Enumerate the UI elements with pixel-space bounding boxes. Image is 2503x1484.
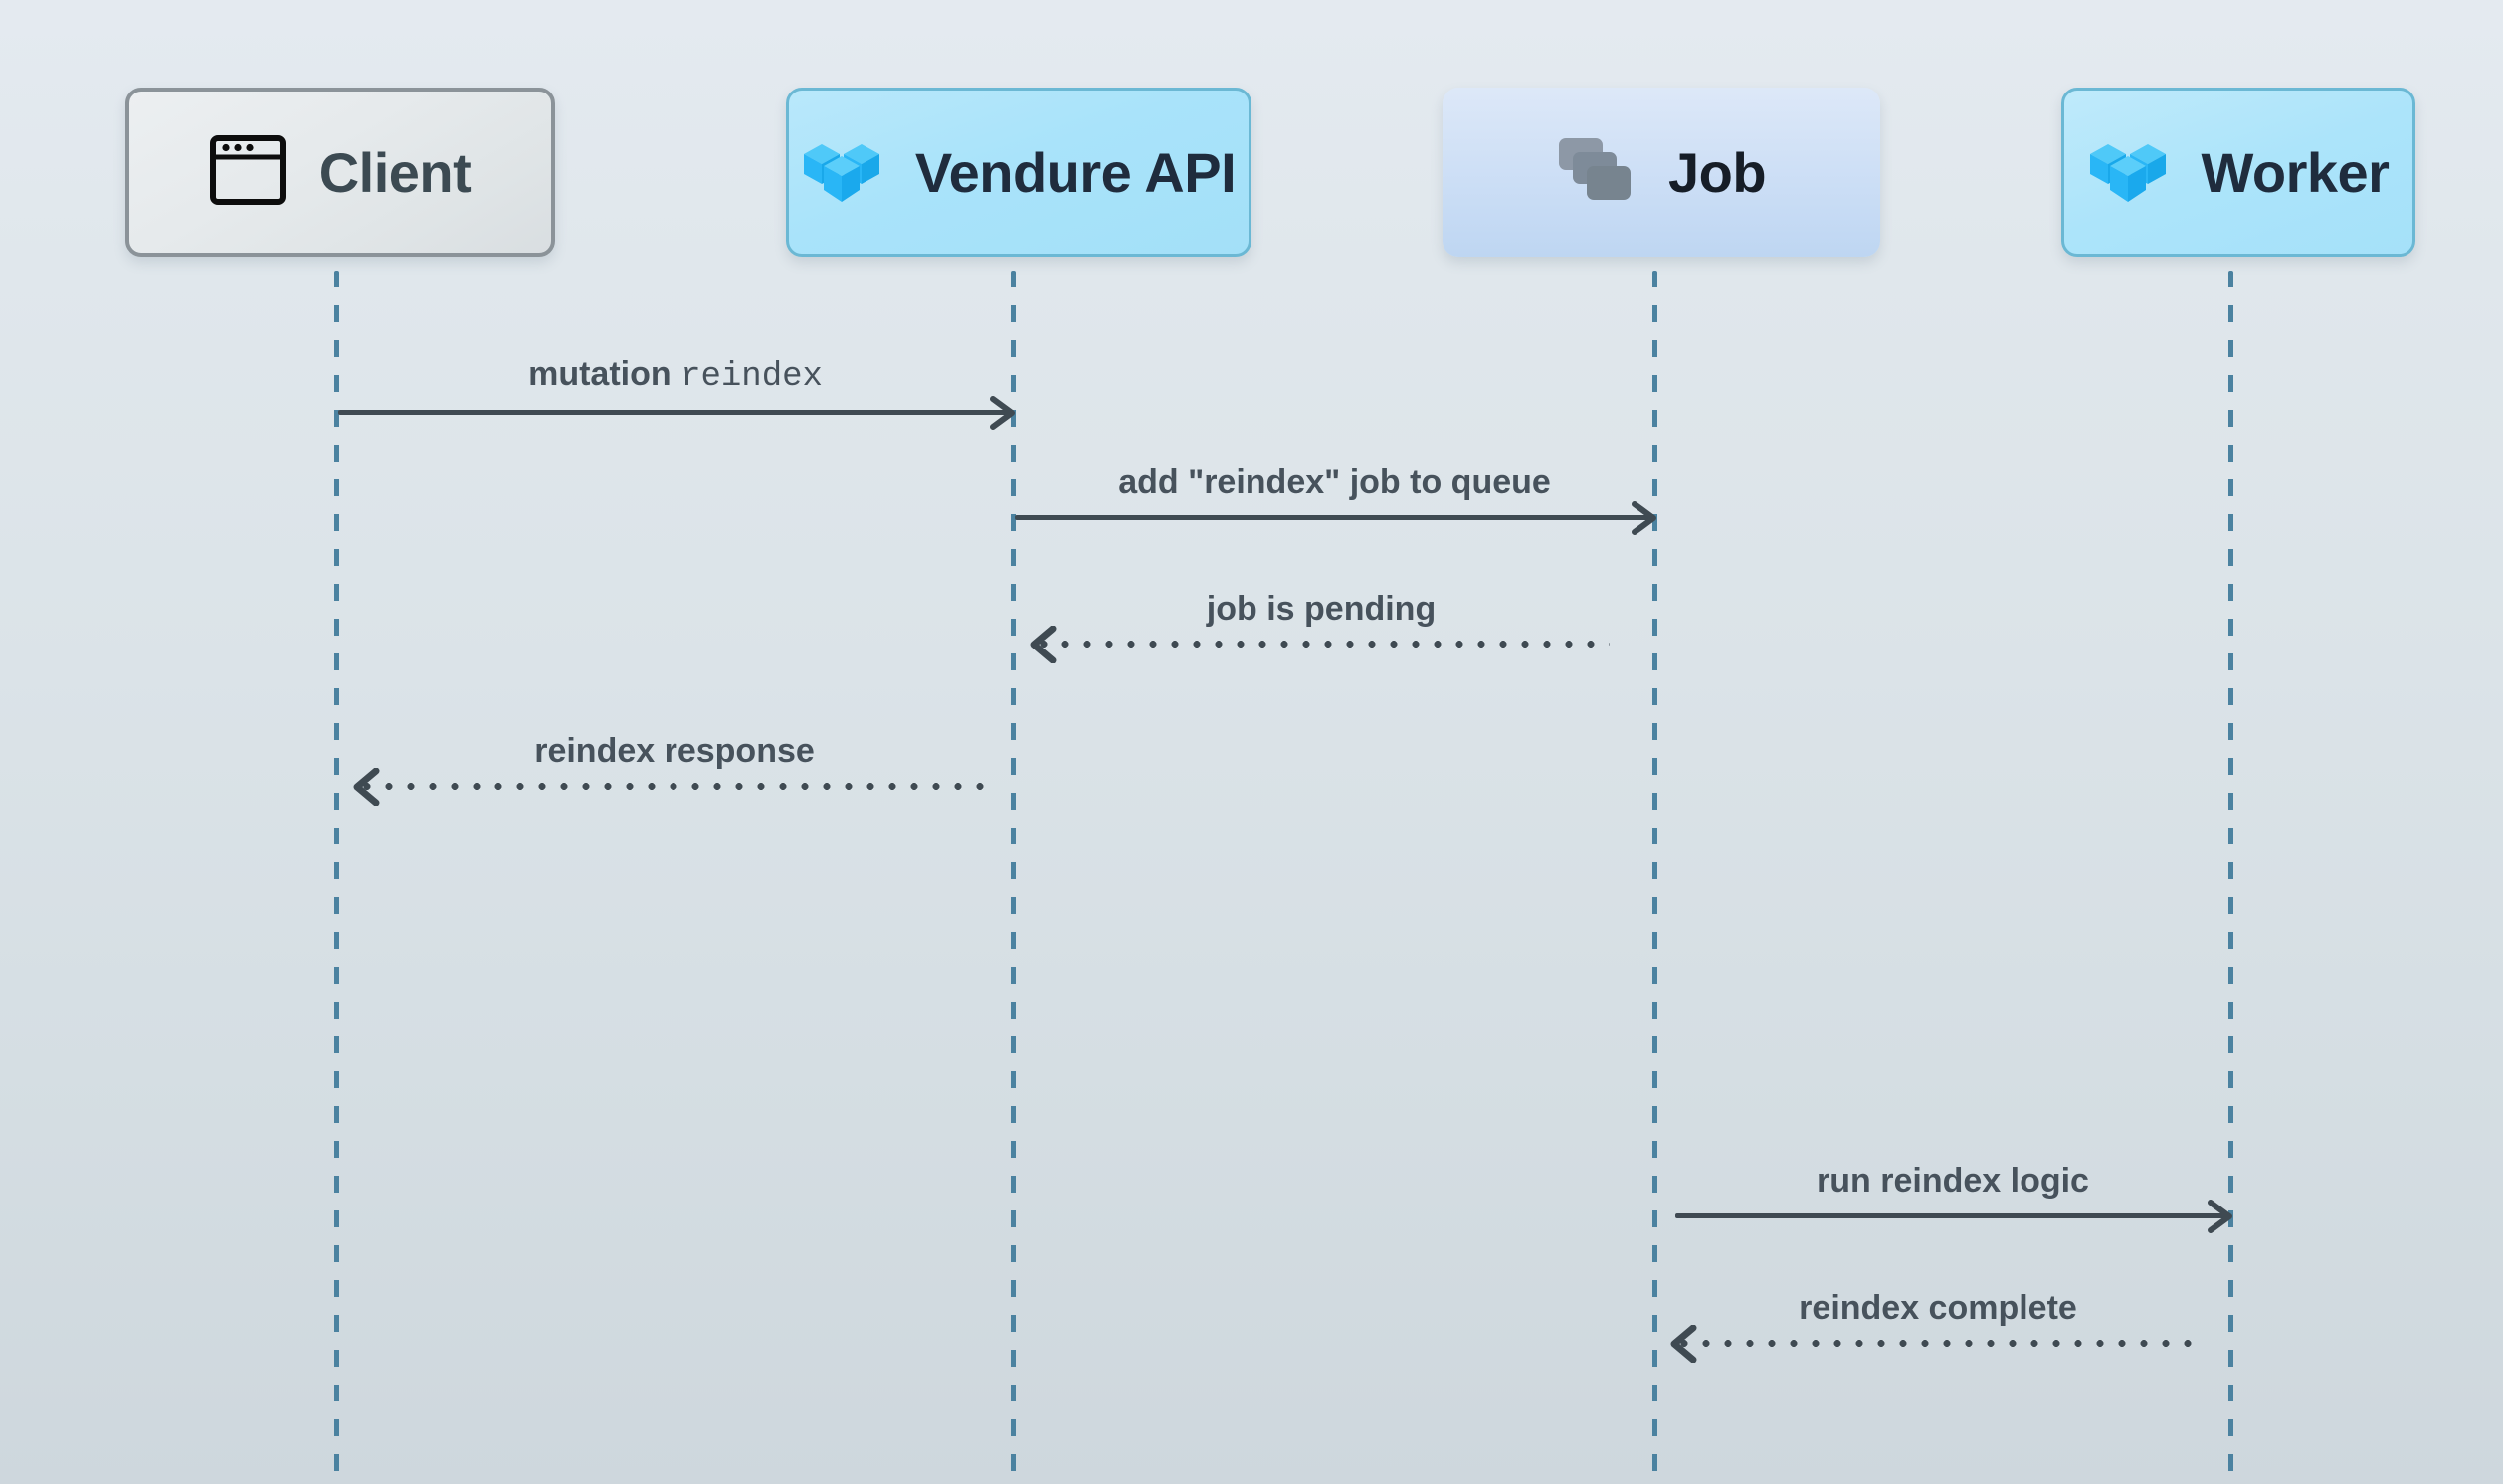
message-label-code-reindex: reindex <box>680 358 823 396</box>
participant-label-worker: Worker <box>2201 140 2390 204</box>
message-line-dotted <box>1673 1340 2203 1347</box>
arrowhead-left-icon <box>1027 625 1064 664</box>
arrowhead-left-icon <box>350 767 388 807</box>
participant-box-job[interactable]: Job <box>1443 88 1880 257</box>
message-label-reindex-complete: reindex complete <box>1799 1289 2077 1327</box>
participant-label-client: Client <box>318 140 472 204</box>
message-label-run-reindex-logic: run reindex logic <box>1817 1162 2089 1200</box>
arrowhead-left-icon <box>1667 1324 1705 1364</box>
participant-box-vendure-api[interactable]: Vendure API <box>786 88 1252 257</box>
participant-box-worker[interactable]: Worker <box>2061 88 2415 257</box>
lifeline-job <box>1652 271 1657 1484</box>
vendure-cubes-logo-icon <box>802 134 881 211</box>
lifeline-worker <box>2228 271 2233 1484</box>
message-line-solid <box>338 410 1013 415</box>
message-line-solid <box>1675 1213 2230 1218</box>
message-label-add-reindex-job-to-queue: add "reindex" job to queue <box>1118 464 1551 501</box>
message-line-dotted <box>1033 641 1610 648</box>
participant-box-client[interactable]: Client <box>125 88 555 257</box>
message-label-reindex-response: reindex response <box>534 732 815 770</box>
message-line-solid <box>1015 515 1654 520</box>
participant-label-vendure-api: Vendure API <box>914 140 1237 204</box>
participant-label-job: Job <box>1667 140 1767 204</box>
message-label-text-prefix: mutation <box>528 355 681 393</box>
arrowhead-right-icon <box>2199 1198 2236 1235</box>
message-line-dotted <box>356 783 993 790</box>
message-label-mutation-reindex: mutation reindex <box>338 357 1013 394</box>
lifeline-client <box>334 271 339 1484</box>
browser-window-icon <box>209 134 286 210</box>
stacked-cards-icon <box>1557 136 1635 209</box>
arrowhead-right-icon <box>981 394 1019 432</box>
vendure-cubes-logo-icon <box>2088 134 2168 211</box>
arrowhead-right-icon <box>1623 499 1660 537</box>
message-label-job-is-pending: job is pending <box>1206 590 1437 628</box>
lifeline-vendure-api <box>1011 271 1016 1484</box>
